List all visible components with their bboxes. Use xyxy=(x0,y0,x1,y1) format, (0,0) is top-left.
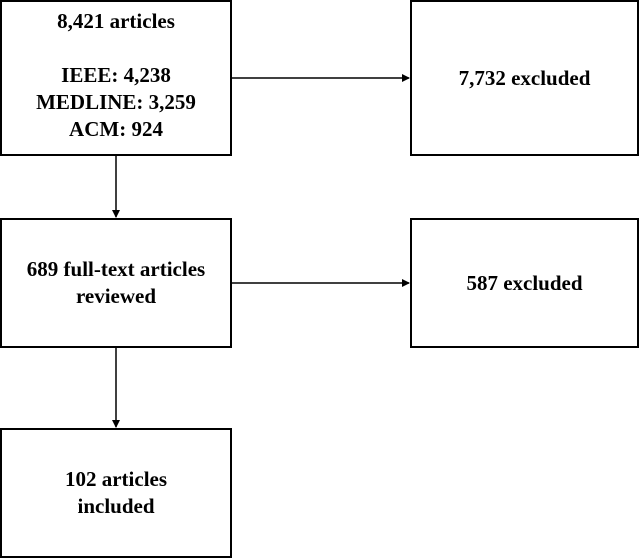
source-ieee-label: IEEE: 4,238 xyxy=(61,63,171,87)
fulltext-excluded-box: 587 excluded xyxy=(410,218,639,348)
included-box: 102 articles included xyxy=(0,428,232,558)
screening-excluded-box: 7,732 excluded xyxy=(410,0,639,156)
included-line-2: included xyxy=(77,494,155,518)
total-articles-label: 8,421 articles xyxy=(57,9,175,33)
fulltext-excluded-label: 587 excluded xyxy=(466,270,583,295)
included-line-1: 102 articles xyxy=(64,467,168,491)
fulltext-line-2: reviewed xyxy=(75,284,157,308)
fulltext-review-box: 689 full-text articles reviewed xyxy=(0,218,232,348)
source-medline-label: MEDLINE: 3,259 xyxy=(36,90,196,114)
source-acm-label: ACM: 924 xyxy=(69,117,163,141)
search-results-box: 8,421 articles IEEE: 4,238 MEDLINE: 3,25… xyxy=(0,0,232,156)
fulltext-line-1: 689 full-text articles xyxy=(26,257,206,281)
screening-excluded-label: 7,732 excluded xyxy=(458,65,591,90)
